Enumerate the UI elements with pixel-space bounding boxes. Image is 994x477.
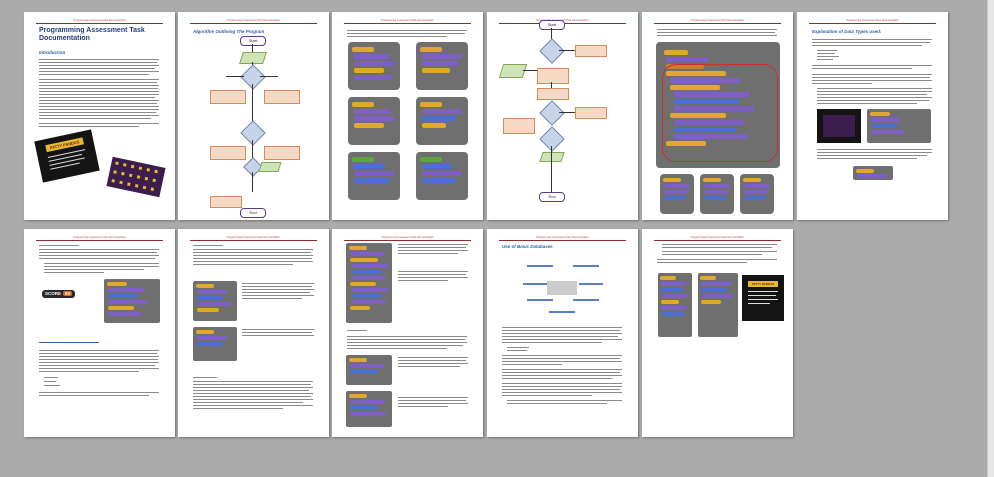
highlight-outline <box>662 64 778 162</box>
code-screenshot <box>193 327 237 361</box>
score-label: SCORE <box>45 291 62 296</box>
code-screenshot <box>104 279 160 323</box>
code-screenshot <box>658 273 692 337</box>
code-screenshot <box>346 243 392 323</box>
flowchart-end: End <box>240 208 266 218</box>
page-10[interactable]: Programming Assessment Task Documentatio… <box>487 229 638 437</box>
game-title: PATTY PANDAS <box>748 281 778 287</box>
section-heading: Introduction <box>39 50 66 55</box>
section-heading: Explanation of Data Types used: <box>812 29 882 34</box>
code-screenshot <box>698 273 738 337</box>
flowchart-start: Start <box>539 20 565 30</box>
code-screenshot <box>346 391 392 427</box>
page-1[interactable]: Programming Assessment Task Documentatio… <box>24 12 175 220</box>
code-screenshot <box>348 42 400 90</box>
game-board-image <box>106 156 166 198</box>
section-heading: Use of Basic Databases <box>502 244 553 249</box>
page-3[interactable]: Programming Assessment Task Documentatio… <box>332 12 483 220</box>
code-screenshot <box>853 166 893 180</box>
page-header: Programming Assessment Task Documentatio… <box>190 19 317 24</box>
code-screenshot <box>700 174 734 214</box>
code-screenshot <box>193 281 237 321</box>
code-screenshot <box>416 97 468 145</box>
page-header: Programming Assessment Task Documentatio… <box>809 19 936 24</box>
page-header: Programming Assessment Task Documentatio… <box>499 236 626 241</box>
game-screenshot: PATTY PANDAS <box>34 129 100 183</box>
page-header: Programming Assessment Task Documentatio… <box>344 19 471 24</box>
game-screenshot <box>817 109 861 143</box>
scrollbar-edge[interactable] <box>987 0 994 477</box>
page-4[interactable]: Programming Assessment Task Documentatio… <box>487 12 638 220</box>
score-value: 93 <box>63 291 73 296</box>
flowchart-end: End <box>539 192 565 202</box>
page-2[interactable]: Programming Assessment Task Documentatio… <box>178 12 329 220</box>
code-screenshot <box>416 42 468 90</box>
page-8[interactable]: Programming Assessment Task Documentatio… <box>178 229 329 437</box>
code-screenshot <box>740 174 774 214</box>
page-header: Programming Assessment Task Documentatio… <box>36 19 163 24</box>
game-screenshot: PATTY PANDAS <box>742 275 784 321</box>
page-6[interactable]: Programming Assessment Task Documentatio… <box>797 12 948 220</box>
page-9[interactable]: Programming Assessment Task Documentatio… <box>332 229 483 437</box>
page-header: Programming Assessment Task Documentatio… <box>654 236 781 241</box>
page-header: Programming Assessment Task Documentatio… <box>654 19 781 24</box>
page-header: Programming Assessment Task Documentatio… <box>344 236 471 241</box>
code-screenshot <box>348 152 400 200</box>
document-title: Programming Assessment Task Documentatio… <box>39 27 145 42</box>
page-11[interactable]: Programming Assessment Task Documentatio… <box>642 229 793 437</box>
code-screenshot <box>867 109 931 143</box>
code-screenshot <box>660 174 694 214</box>
page-header: Programming Assessment Task Documentatio… <box>36 236 163 241</box>
page-7[interactable]: Programming Assessment Task Documentatio… <box>24 229 175 437</box>
page-header: Programming Assessment Task Documentatio… <box>190 236 317 241</box>
section-heading: Algorithm Outlining The Program <box>193 29 265 34</box>
code-screenshot <box>348 97 400 145</box>
code-screenshot <box>656 42 780 168</box>
page-5[interactable]: Programming Assessment Task Documentatio… <box>642 12 793 220</box>
code-screenshot <box>346 355 392 385</box>
code-screenshot <box>416 152 468 200</box>
flowchart-start: Start <box>240 36 266 46</box>
